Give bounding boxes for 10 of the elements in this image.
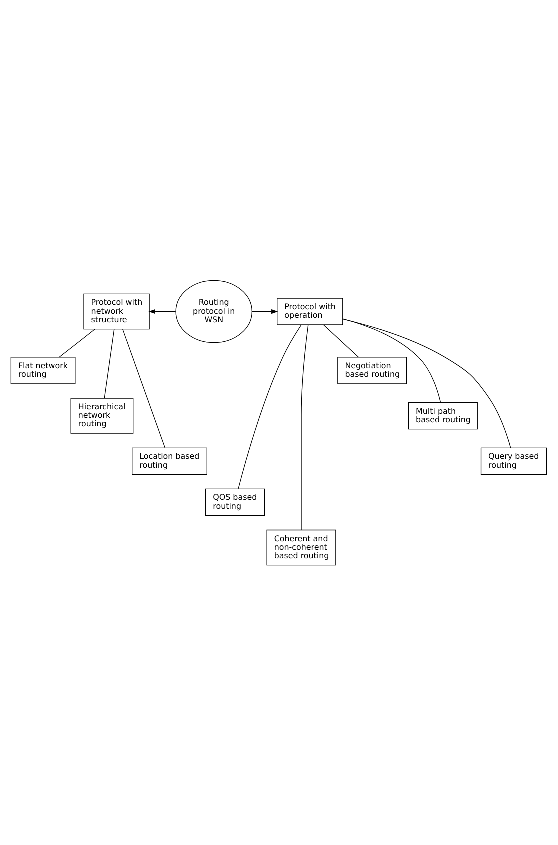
connector	[342, 318, 512, 448]
connector	[122, 328, 166, 448]
connector	[342, 318, 442, 403]
arrow	[148, 308, 176, 314]
connector	[104, 328, 115, 398]
arrow	[252, 308, 278, 314]
connector	[301, 324, 309, 530]
connector	[59, 328, 96, 358]
connector	[238, 324, 302, 489]
connector	[324, 324, 359, 358]
